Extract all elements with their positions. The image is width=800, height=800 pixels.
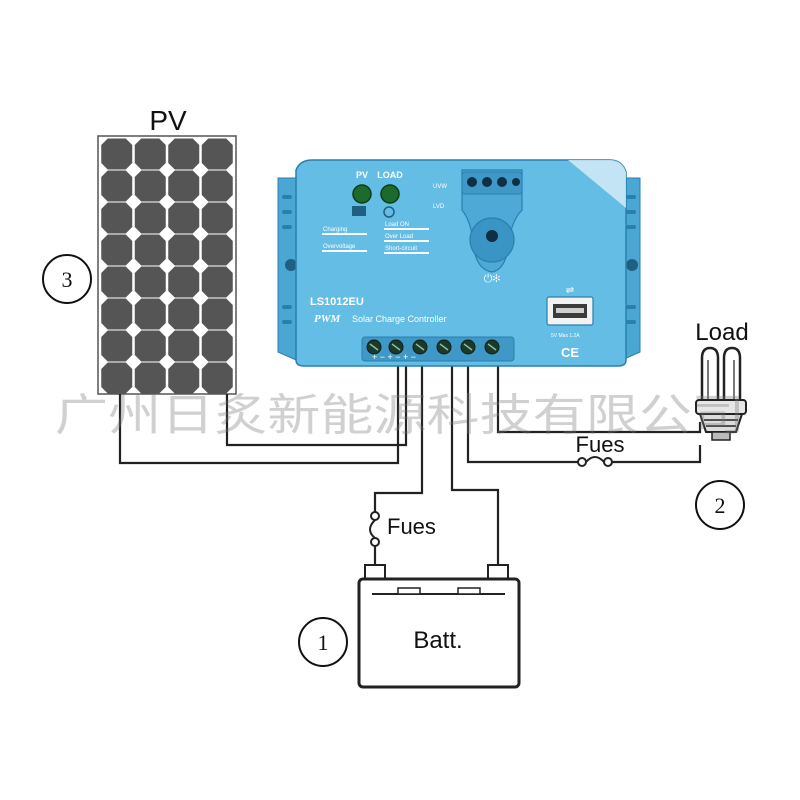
pv-cell	[201, 170, 233, 202]
battery-fuse-label: Fues	[387, 514, 436, 539]
usb-icon: ⇌	[566, 285, 574, 296]
pv-cell	[168, 298, 200, 330]
pv-cell	[101, 138, 133, 170]
watermark-text: 广州日炙新能源科技有限公司	[55, 390, 745, 441]
over-load-label: Over Load	[385, 234, 413, 240]
charge-controller: ⏻✻ ⇌ + − + − + −	[277, 159, 641, 367]
pv-cell	[134, 330, 166, 362]
marker-1: 1	[298, 617, 348, 667]
pv-cell	[134, 234, 166, 266]
pv-cell	[101, 298, 133, 330]
marker-2: 2	[695, 480, 745, 530]
pv-cell	[101, 266, 133, 298]
uvw-label: UVW	[433, 184, 447, 190]
led-load-label: LOAD	[377, 170, 403, 180]
battery	[357, 564, 521, 689]
terminal-marks: + − + − + −	[372, 352, 416, 362]
lvd-label: LVD	[433, 204, 445, 210]
pv-cell	[168, 266, 200, 298]
charging-label: Charging	[323, 227, 347, 233]
subtitle-label: Solar Charge Controller	[352, 314, 447, 324]
pv-cell	[168, 138, 200, 170]
solar-icon	[352, 206, 366, 216]
pv-cell	[201, 266, 233, 298]
terminal-slot	[391, 343, 401, 351]
terminal-slot	[415, 343, 425, 351]
marker-2-number: 2	[715, 493, 726, 518]
overvoltage-label: Overvoltage	[323, 244, 356, 250]
terminal-slot	[369, 343, 379, 351]
pv-cell	[134, 298, 166, 330]
load-label: Load	[695, 319, 748, 346]
pv-cell	[134, 202, 166, 234]
load-bulb	[695, 346, 747, 441]
load-on-label: Load ON	[385, 222, 409, 228]
pv-cell	[101, 234, 133, 266]
terminal-slot	[439, 343, 449, 351]
model-label: LS1012EU	[310, 296, 364, 308]
pv-cell	[168, 362, 200, 394]
pv-cell	[201, 138, 233, 170]
terminal-slot	[487, 343, 497, 351]
pv-cell	[101, 330, 133, 362]
load-fuse-symbol	[577, 456, 613, 467]
pv-cell	[101, 202, 133, 234]
pv-cell	[168, 330, 200, 362]
usb-rating-label: 5V Max 1.2A	[551, 333, 580, 339]
battery-label: Batt.	[413, 627, 462, 654]
bulb-icon	[383, 206, 395, 218]
marker-1-number: 1	[318, 630, 329, 655]
battery-fuse-symbol	[369, 511, 380, 547]
pv-cell	[201, 362, 233, 394]
pv-cell	[134, 266, 166, 298]
pv-panel	[97, 135, 237, 395]
short-circuit-label: Short-circuit	[385, 246, 417, 252]
pwm-label: PWM	[314, 313, 342, 325]
wires	[118, 362, 702, 565]
pv-cell	[168, 234, 200, 266]
pv-cell	[168, 202, 200, 234]
pv-cell	[101, 170, 133, 202]
power-icon: ⏻✻	[484, 273, 501, 285]
terminal-slot	[463, 343, 473, 351]
pv-cell	[201, 330, 233, 362]
pv-cell	[134, 362, 166, 394]
pv-cell	[201, 202, 233, 234]
pv-cell	[134, 138, 166, 170]
terminal-block	[366, 339, 500, 355]
marker-3: 3	[42, 254, 92, 304]
led-pv-label: PV	[356, 170, 368, 180]
pv-cell	[201, 298, 233, 330]
pv-cell	[134, 170, 166, 202]
pv-cells	[101, 138, 233, 394]
load-fuse-label: Fues	[576, 432, 625, 457]
pv-cell	[101, 362, 133, 394]
pv-label: PV	[149, 105, 187, 136]
pv-cell	[201, 234, 233, 266]
ce-mark: CE	[561, 345, 579, 360]
marker-3-number: 3	[62, 267, 73, 292]
pv-cell	[168, 170, 200, 202]
